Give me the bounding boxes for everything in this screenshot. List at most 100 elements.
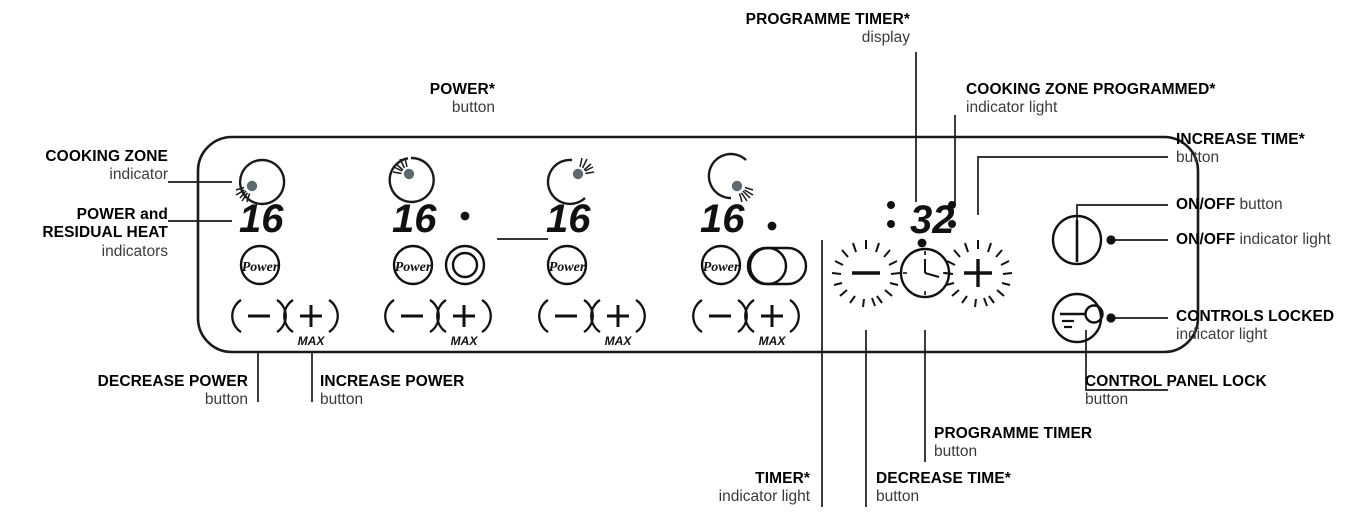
callout-power-residual-heat-bold: POWER and bbox=[76, 206, 168, 223]
callout-onoff-indicator-light-bold: ON/OFF bbox=[1176, 231, 1236, 248]
timer-indicator-dot bbox=[917, 238, 927, 248]
callout-power-residual-heat: POWER and RESIDUAL HEAT indicators bbox=[0, 206, 168, 261]
zone-4-increase-power-button[interactable]: MAX bbox=[744, 299, 800, 348]
callout-cooking-zone-programmed-bold: COOKING ZONE PROGRAMMED* bbox=[966, 81, 1216, 98]
svg-text:Power: Power bbox=[549, 260, 586, 275]
zone-3-power-button[interactable]: Power bbox=[546, 244, 588, 286]
zone-1-group: 16 Power MAX bbox=[231, 158, 339, 348]
zone-2-indicator-icon bbox=[388, 156, 435, 204]
zone-1-increase-power-button[interactable]: MAX bbox=[283, 299, 339, 348]
callout-cooking-zone-indicator-bold: COOKING ZONE bbox=[45, 148, 168, 165]
timer-colon-right-top bbox=[948, 201, 956, 209]
timer-colon-left-top bbox=[887, 201, 895, 209]
callout-onoff-indicator-light: ON/OFF indicator light bbox=[1176, 231, 1371, 250]
onoff-button[interactable] bbox=[1051, 214, 1103, 266]
zone-2-double-ring-zone-button[interactable] bbox=[444, 244, 486, 286]
callout-programme-timer-button: PROGRAMME TIMER button bbox=[934, 425, 1214, 462]
callout-programme-timer-display-bold: PROGRAMME TIMER* bbox=[745, 11, 910, 28]
callout-onoff-indicator-light-normal: indicator light bbox=[1239, 231, 1331, 248]
timer-colon-right-bottom bbox=[948, 220, 956, 228]
zone-1-power-button[interactable]: Power bbox=[239, 244, 281, 286]
zone-3-indicator-icon bbox=[546, 157, 595, 206]
callout-decrease-power-button: DECREASE POWER button bbox=[20, 373, 248, 410]
decrease-time-rays bbox=[831, 240, 901, 308]
zone-4-max-label: MAX bbox=[759, 334, 787, 348]
callout-timer-indicator-light-normal: indicator light bbox=[718, 488, 810, 506]
decrease-time-button[interactable] bbox=[831, 240, 901, 308]
callout-power-button: POWER* button bbox=[330, 81, 495, 118]
callout-increase-power-button: INCREASE POWER button bbox=[320, 373, 560, 410]
programme-timer-button[interactable] bbox=[899, 247, 951, 299]
zone-3-group: 16 Power MAX bbox=[538, 157, 646, 348]
callout-timer-indicator-light-bold: TIMER* bbox=[755, 470, 810, 487]
zone-3-decrease-power-button[interactable] bbox=[538, 299, 594, 333]
onoff-indicator-light bbox=[1106, 235, 1116, 245]
svg-text:Power: Power bbox=[242, 260, 279, 275]
callout-increase-time-button-normal: button bbox=[1176, 149, 1220, 167]
control-panel-lock-button[interactable] bbox=[1051, 292, 1104, 344]
control-panel-outline bbox=[196, 135, 1200, 354]
callout-increase-power-button-normal: button bbox=[320, 391, 364, 409]
increase-time-button[interactable] bbox=[943, 240, 1013, 308]
increase-time-rays bbox=[943, 240, 1013, 308]
callout-power-residual-heat-normal: indicators bbox=[101, 242, 168, 260]
callout-decrease-time-button: DECREASE TIME* button bbox=[876, 470, 1126, 507]
zone-4-oval-zone-button[interactable] bbox=[746, 246, 808, 286]
zone-4-group: 16 Power MAX bbox=[692, 152, 808, 348]
callout-programme-timer-display: PROGRAMME TIMER* display bbox=[600, 11, 910, 48]
zone-1-display: 16 bbox=[239, 197, 284, 241]
zone-2-decrease-power-button[interactable] bbox=[384, 299, 440, 333]
callout-controls-locked: CONTROLS LOCKED indicator light bbox=[1176, 308, 1371, 345]
timer-display-value: 32 bbox=[910, 198, 955, 242]
zone-2-max-label: MAX bbox=[451, 334, 479, 348]
zone-1-indicator-icon bbox=[235, 158, 286, 206]
zone-1-decrease-power-button[interactable] bbox=[231, 299, 287, 333]
programme-timer-display: 32 bbox=[887, 198, 956, 248]
callout-power-button-normal: button bbox=[451, 99, 495, 117]
zone-3-increase-power-button[interactable]: MAX bbox=[590, 299, 646, 348]
callout-decrease-time-button-bold: DECREASE TIME* bbox=[876, 470, 1011, 487]
zone-2-display-value: 16 bbox=[392, 197, 437, 241]
timer-colon-left-bottom bbox=[887, 220, 895, 228]
leader-lines bbox=[168, 52, 1168, 507]
callout-onoff-button-normal: button bbox=[1239, 196, 1283, 213]
callout-cooking-zone-indicator: COOKING ZONE indicator bbox=[0, 148, 168, 185]
zone-2-programmed-indicator-dot bbox=[460, 211, 470, 221]
zone-1-max-label: MAX bbox=[298, 334, 326, 348]
zone-2-group: 16 Power MAX bbox=[384, 156, 492, 348]
zone-4-programmed-indicator-dot bbox=[767, 221, 777, 231]
zone-4-power-button[interactable]: Power bbox=[700, 244, 742, 286]
callout-onoff-button: ON/OFF button bbox=[1176, 196, 1371, 215]
callout-decrease-power-button-bold: DECREASE POWER bbox=[97, 373, 248, 390]
callout-increase-time-button-bold: INCREASE TIME* bbox=[1176, 131, 1305, 148]
svg-text:Power: Power bbox=[395, 260, 432, 275]
zone-1-display-value: 16 bbox=[239, 197, 284, 241]
callout-onoff-button-bold: ON/OFF bbox=[1176, 196, 1236, 213]
callout-cooking-zone-indicator-normal: indicator bbox=[109, 166, 168, 184]
callout-increase-power-button-bold: INCREASE POWER bbox=[320, 373, 465, 390]
callout-power-button-bold: POWER* bbox=[429, 81, 495, 98]
callout-timer-indicator-light: TIMER* indicator light bbox=[610, 470, 810, 507]
key-icon bbox=[1060, 304, 1104, 329]
zone-2-power-button[interactable]: Power bbox=[392, 244, 434, 286]
callout-decrease-power-button-normal: button bbox=[204, 391, 248, 409]
callout-programme-timer-display-normal: display bbox=[861, 29, 910, 47]
zone-3-max-label: MAX bbox=[605, 334, 633, 348]
callout-control-panel-lock: CONTROL PANEL LOCK button bbox=[1085, 373, 1365, 410]
callout-power-residual-heat-bold2: RESIDUAL HEAT bbox=[42, 224, 168, 242]
callout-increase-time-button: INCREASE TIME* button bbox=[1176, 131, 1371, 168]
zone-4-decrease-power-button[interactable] bbox=[692, 299, 748, 333]
callout-control-panel-lock-bold: CONTROL PANEL LOCK bbox=[1085, 373, 1267, 390]
zone-2-increase-power-button[interactable]: MAX bbox=[436, 299, 492, 348]
callout-programme-timer-button-bold: PROGRAMME TIMER bbox=[934, 425, 1093, 442]
callout-controls-locked-normal: indicator light bbox=[1176, 326, 1268, 344]
callout-controls-locked-bold: CONTROLS LOCKED bbox=[1176, 308, 1335, 325]
zone-3-display-value: 16 bbox=[546, 197, 591, 241]
callout-cooking-zone-programmed: COOKING ZONE PROGRAMMED* indicator light bbox=[966, 81, 1296, 118]
zone-4-display-value: 16 bbox=[700, 197, 745, 241]
controls-locked-indicator-light bbox=[1106, 313, 1116, 323]
callout-decrease-time-button-normal: button bbox=[876, 488, 920, 506]
callout-control-panel-lock-normal: button bbox=[1085, 391, 1129, 409]
